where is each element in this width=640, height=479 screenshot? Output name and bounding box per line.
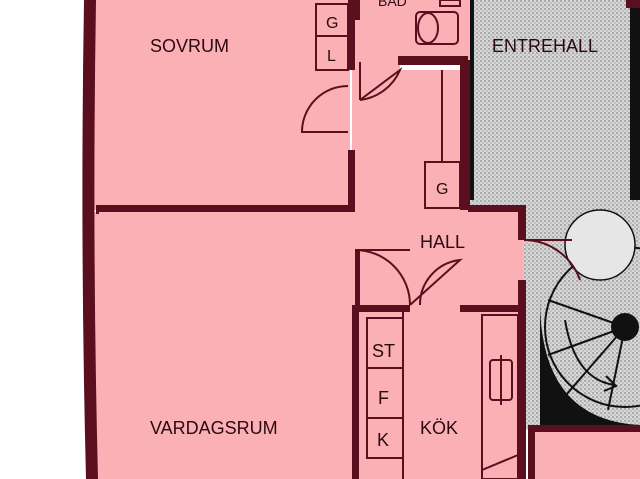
vardagsrum-room <box>92 212 354 479</box>
lower-right-room <box>530 430 640 479</box>
fixture-labels: G L G ST F K <box>326 15 448 450</box>
toilet-icon <box>415 11 459 45</box>
room-fills <box>92 0 640 479</box>
walls <box>82 0 640 479</box>
label-hall: HALL <box>420 232 465 252</box>
label-bad: BAD <box>378 0 407 9</box>
counter-unit <box>481 314 519 479</box>
label-wardrobe-g-top: G <box>326 15 338 32</box>
label-kitchen-k: K <box>377 430 389 450</box>
doors <box>300 62 581 306</box>
wardrobe-l <box>315 35 349 71</box>
label-wardrobe-g-hall: G <box>436 181 448 198</box>
kok-room <box>352 310 522 479</box>
label-kitchen-f: F <box>378 388 389 408</box>
kitchen-units <box>366 310 519 479</box>
spiral-stair <box>520 200 640 479</box>
bad-room <box>352 0 470 62</box>
sovrum-room <box>92 0 350 210</box>
wardrobes <box>315 3 461 209</box>
bad-door-icon <box>359 66 403 101</box>
label-kok: KÖK <box>420 418 458 438</box>
room-labels: SOVRUM BAD ENTREHALL HALL VARDAGSRUM KÖK <box>150 0 598 438</box>
label-sovrum: SOVRUM <box>150 36 229 56</box>
hall-room <box>352 60 523 310</box>
label-entrehall: ENTREHALL <box>492 36 598 56</box>
label-kitchen-st: ST <box>372 341 395 361</box>
kok-door-icon <box>409 258 463 306</box>
vardagsrum-door-icon <box>354 249 411 306</box>
label-wardrobe-l: L <box>327 48 336 65</box>
toilet-bowl-icon <box>417 12 439 44</box>
bathroom-fixtures <box>415 0 461 45</box>
label-vardagsrum: VARDAGSRUM <box>150 418 278 438</box>
sovrum-door-icon <box>300 85 349 133</box>
